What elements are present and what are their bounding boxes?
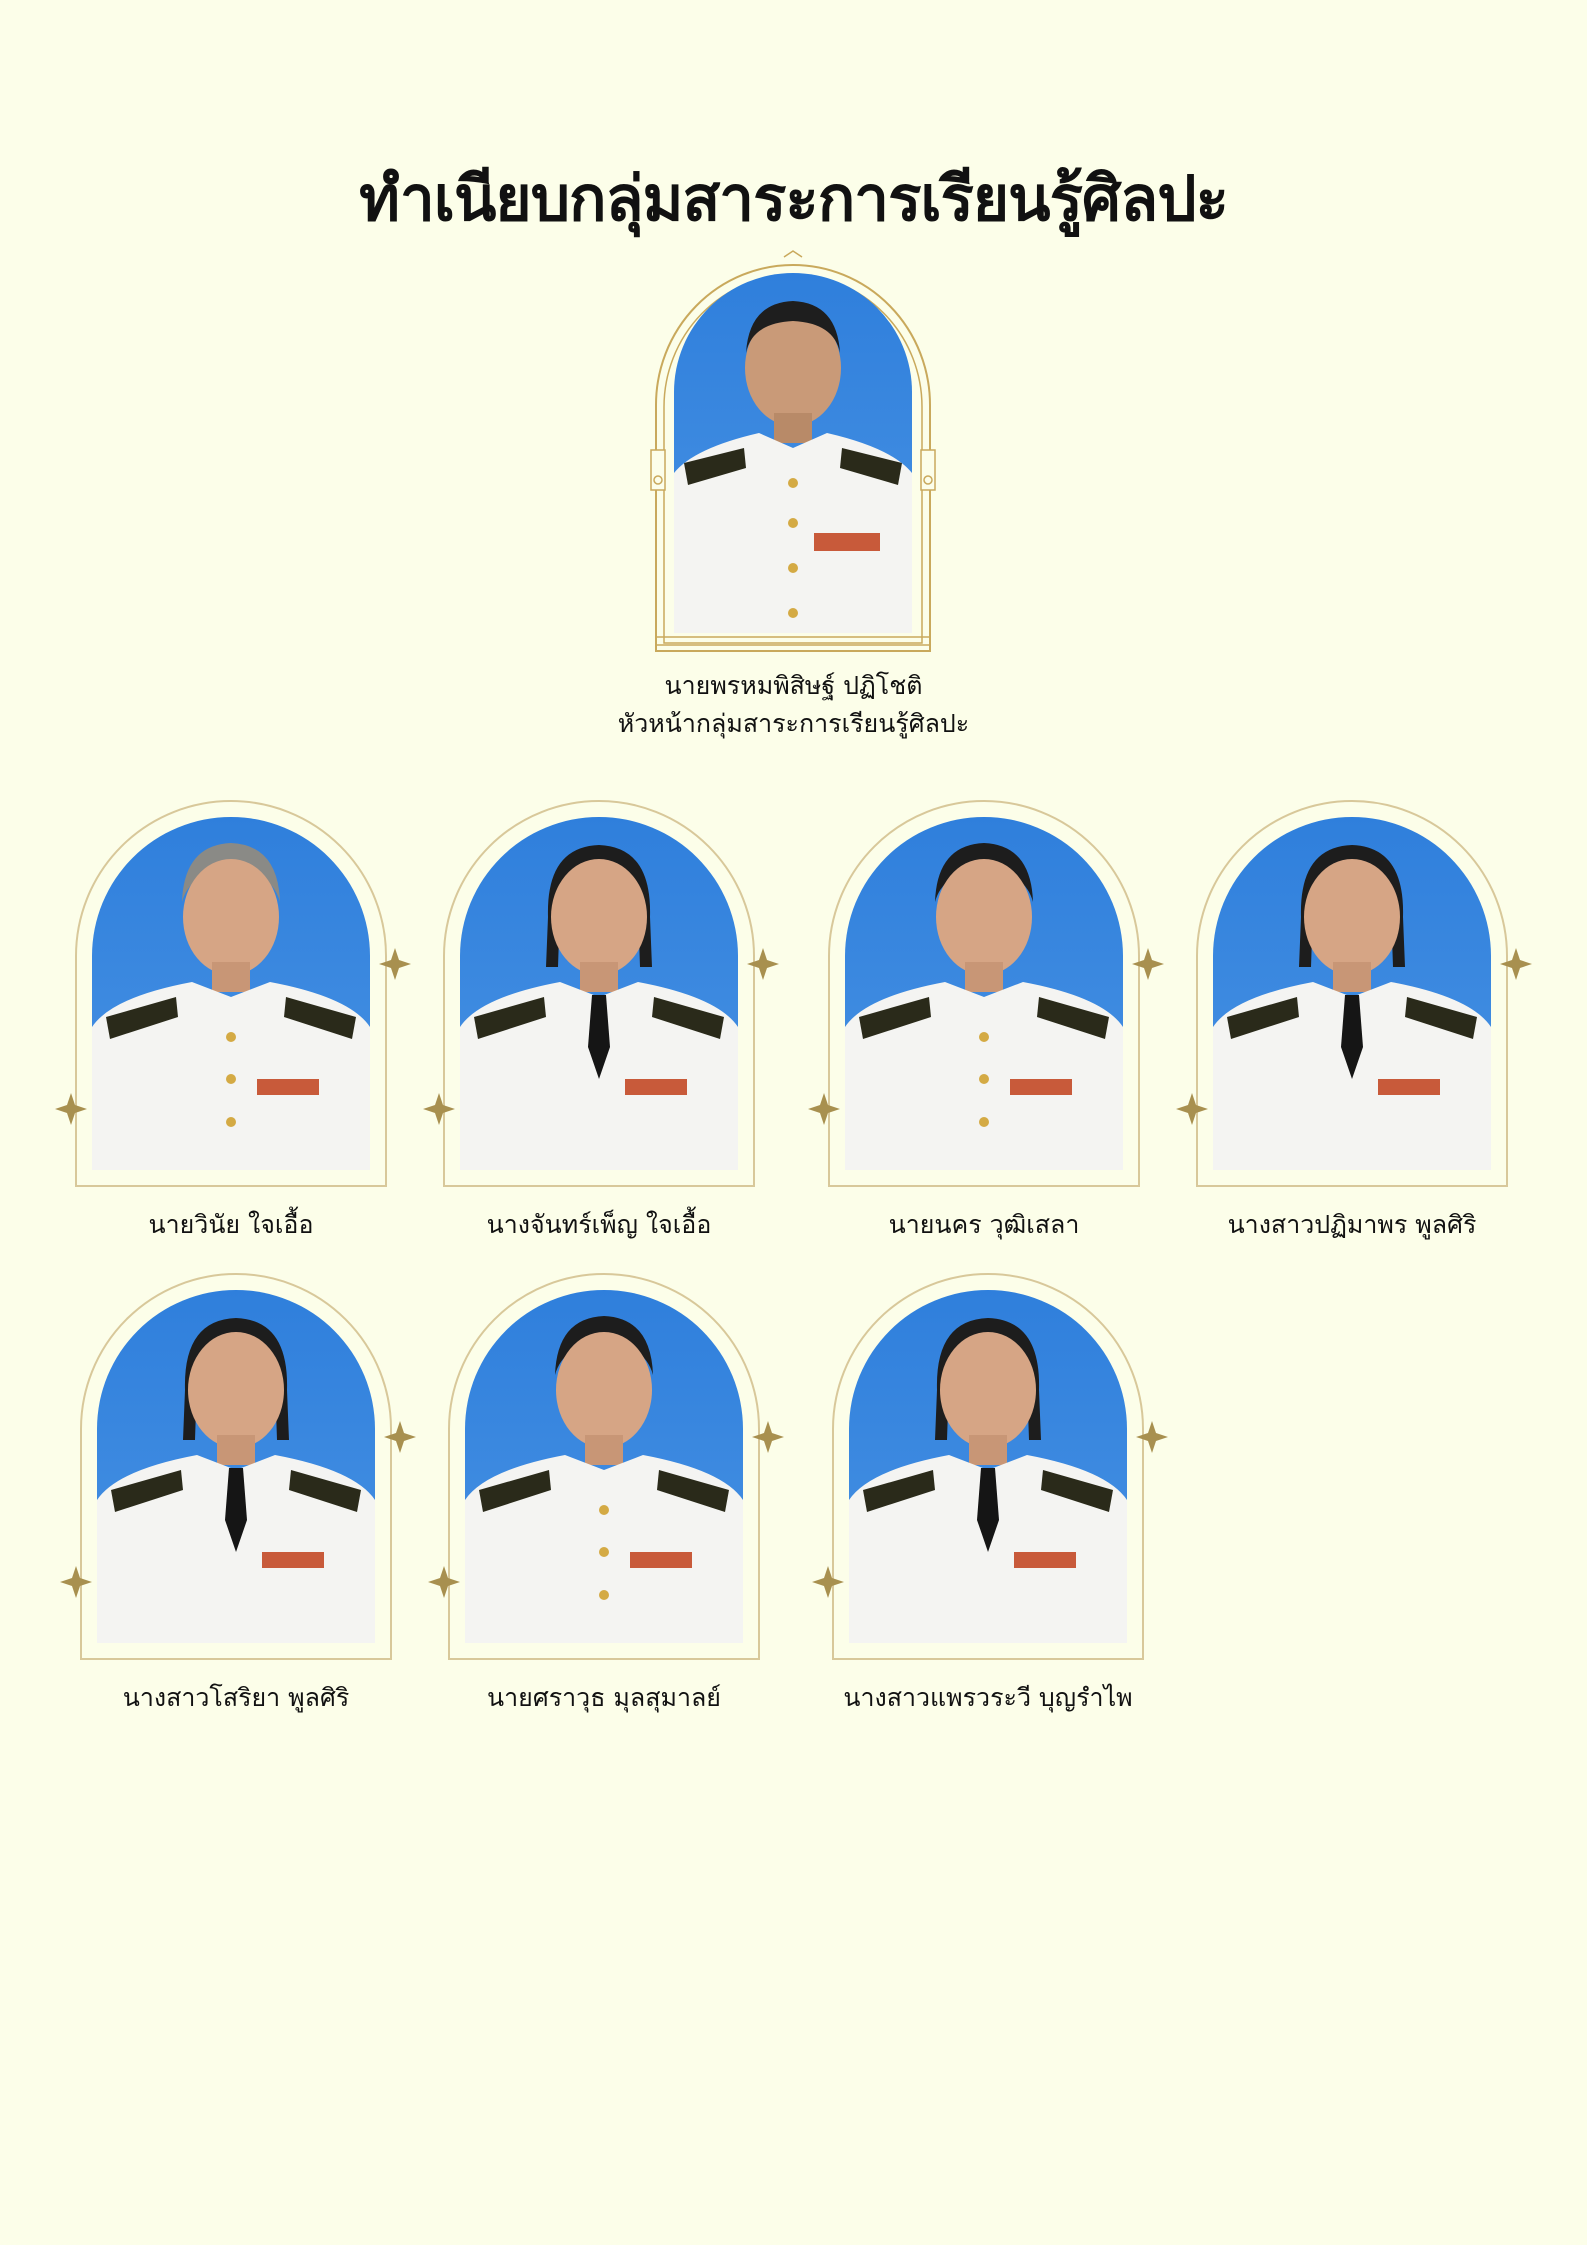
member-portrait-frame — [1176, 800, 1532, 1187]
arch-frame-border — [1176, 800, 1532, 1187]
member-portrait-frame — [428, 1273, 784, 1660]
member-photo — [465, 1290, 743, 1643]
arch-frame-border — [808, 800, 1164, 1187]
member-photo — [97, 1290, 375, 1643]
arch-frame-border — [55, 800, 411, 1187]
head-caption: นายพรหมพิสิษฐ์ ปฏิโชติ หัวหน้ากลุ่มสาระก… — [0, 667, 1587, 743]
head-portrait-frame — [650, 250, 936, 653]
portrait-man-icon — [92, 843, 370, 1170]
member-name: นางจันทร์เพ็ญ ใจเอื้อ — [486, 1210, 712, 1239]
portrait-woman-icon — [97, 1318, 375, 1643]
portrait-man-icon — [465, 1316, 743, 1643]
portrait-man-icon — [674, 301, 912, 633]
portrait-woman-icon — [460, 845, 738, 1170]
arch-frame-border — [423, 800, 779, 1187]
member-name: นางสาวปฏิมาพร พูลศิริ — [1227, 1210, 1477, 1239]
member-portrait-frame — [60, 1273, 416, 1660]
arch-frame-border — [60, 1273, 416, 1660]
arch-frame-border — [812, 1273, 1168, 1660]
member-portrait-frame — [423, 800, 779, 1187]
arch-frame-border — [428, 1273, 784, 1660]
head-name: นายพรหมพิสิษฐ์ ปฏิโชติ — [664, 671, 923, 700]
member-name: นางสาวแพรวระวี บุญรำไพ — [843, 1683, 1133, 1712]
member-portrait-frame — [808, 800, 1164, 1187]
member-photo — [845, 817, 1123, 1170]
head-position: หัวหน้ากลุ่มสาระการเรียนรู้ศิลปะ — [617, 709, 970, 738]
member-name: นายวินัย ใจเอื้อ — [148, 1210, 314, 1239]
page-title: ทำเนียบกลุ่มสาระการเรียนรู้ศิลปะ — [359, 162, 1229, 235]
member-photo — [849, 1290, 1127, 1643]
member-name: นายนคร วุฒิเสลา — [888, 1210, 1080, 1239]
member-name: นางสาวโสริยา พูลศิริ — [122, 1683, 350, 1712]
portrait-man-icon — [845, 843, 1123, 1170]
member-photo — [92, 817, 370, 1170]
member-photo — [1213, 817, 1491, 1170]
portrait-woman-icon — [1213, 845, 1491, 1170]
member-portrait-frame — [812, 1273, 1168, 1660]
member-portrait-frame — [55, 800, 411, 1187]
ornate-frame-border — [650, 250, 936, 652]
member-photo — [460, 817, 738, 1170]
head-photo — [674, 273, 912, 633]
member-name: นายศราวุธ มุลสุมาลย์ — [487, 1683, 721, 1712]
portrait-woman-icon — [849, 1318, 1127, 1643]
